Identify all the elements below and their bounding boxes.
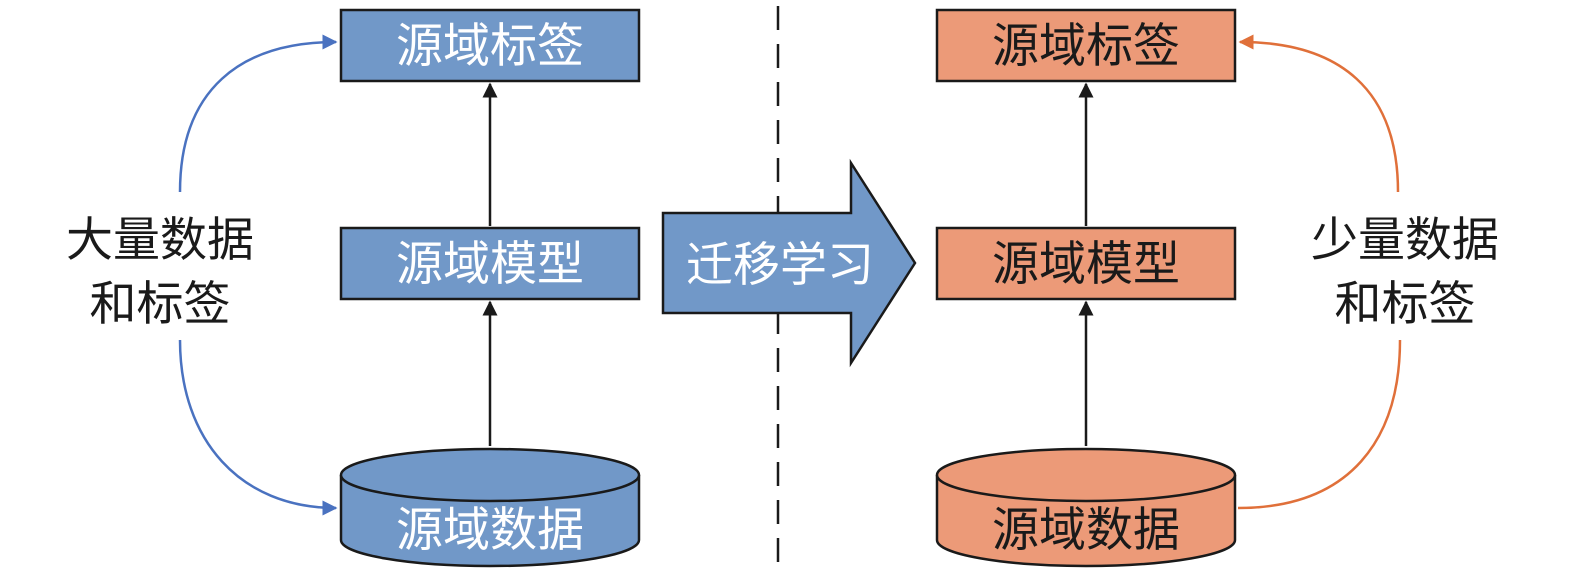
right-curve-line-bottom (1237, 339, 1402, 510)
right-data-cylinder (935, 447, 1237, 568)
right-model-box-text: 源域模型 (992, 237, 1180, 292)
right-label-box-text: 源域标签 (992, 19, 1180, 74)
left-label-box (339, 8, 641, 83)
left-curve-arrow-top (178, 34, 338, 193)
right-side-text-line2: 和标签 (1335, 277, 1476, 332)
right-data-cylinder-text: 源域数据 (992, 503, 1180, 558)
transfer-learning-arrow-text: 迁移学习 (686, 238, 874, 293)
left-model-box (339, 226, 641, 301)
right-curve-arrow-top (1238, 34, 1400, 193)
transfer-learning-arrow: 迁移学习 (661, 158, 917, 368)
left-model-box-text: 源域模型 (396, 237, 584, 292)
left-side-text-line2: 和标签 (90, 277, 231, 332)
left-label-box-text: 源域标签 (396, 19, 584, 74)
right-side-text-line1: 少量数据 (1311, 213, 1499, 268)
right-panel: 源域标签 源域模型 源域数据 少量数据 和标签 (935, 8, 1499, 568)
left-panel: 源域标签 源域模型 源域数据 大量数据 和标签 (66, 8, 641, 568)
left-side-text-line1: 大量数据 (66, 213, 254, 268)
right-model-box (935, 226, 1237, 301)
left-data-cylinder (339, 447, 641, 568)
left-data-cylinder-text: 源域数据 (396, 503, 584, 558)
right-label-box (935, 8, 1237, 83)
left-curve-arrow-bottom (178, 339, 338, 516)
